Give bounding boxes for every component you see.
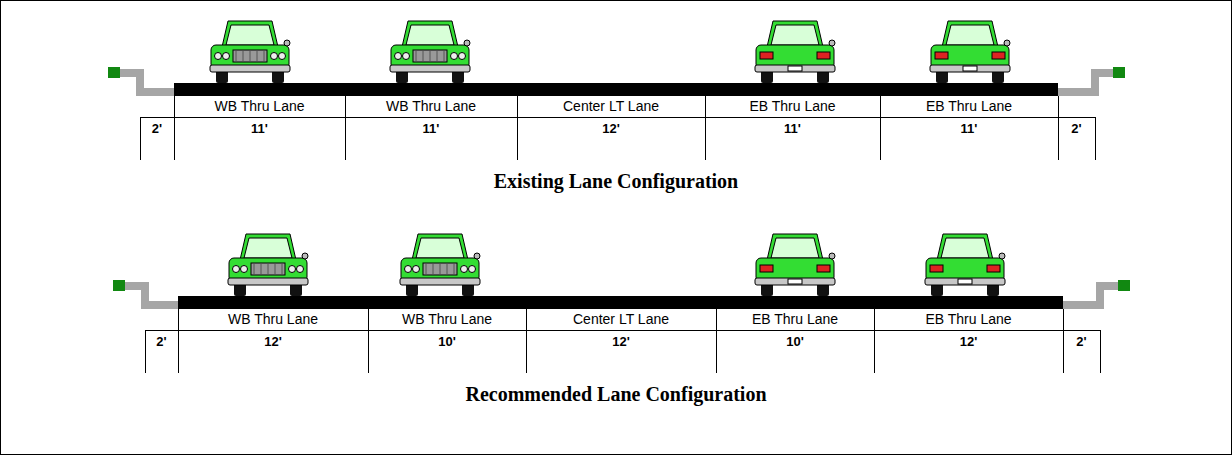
car-rear-view	[930, 21, 1010, 83]
lane-width: 2'	[156, 335, 166, 349]
car-front-view	[400, 234, 480, 296]
lane-width: 2'	[1076, 335, 1086, 349]
lane-name: WB Thru Lane	[214, 99, 304, 114]
car-front-view	[390, 21, 470, 83]
dimension-lines	[145, 309, 1101, 373]
road-section	[113, 234, 1130, 373]
lane-name: EB Thru Lane	[925, 312, 1011, 327]
road-pavement	[178, 296, 1063, 309]
curb-sidewalk	[112, 73, 174, 92]
lane-width: 11'	[251, 122, 268, 136]
car-front-view	[210, 21, 290, 83]
grass-strip	[1118, 280, 1130, 291]
curb-sidewalk	[117, 286, 178, 305]
section-caption: Existing Lane Configuration	[494, 170, 738, 192]
curb-sidewalk	[1063, 286, 1122, 305]
lane-width: 11'	[423, 122, 440, 136]
grass-strip	[1113, 67, 1125, 78]
lane-width: 12'	[264, 335, 282, 349]
lane-width: 12'	[602, 122, 620, 136]
lane-name: EB Thru Lane	[749, 99, 835, 114]
curb-sidewalk	[1058, 73, 1117, 92]
lane-width: 12'	[612, 335, 630, 349]
road-pavement	[174, 83, 1058, 96]
lane-name: Center LT Lane	[573, 312, 669, 327]
lane-name: WB Thru Lane	[228, 312, 318, 327]
lane-name: WB Thru Lane	[402, 312, 492, 327]
car-rear-view	[755, 234, 835, 296]
lane-width: 2'	[1071, 122, 1081, 136]
car-rear-view	[755, 21, 835, 83]
section-caption: Recommended Lane Configuration	[465, 383, 766, 405]
lane-width: 12'	[960, 335, 978, 349]
lane-width: 2'	[152, 122, 162, 136]
lane-name: EB Thru Lane	[752, 312, 838, 327]
car-front-view	[228, 234, 308, 296]
lane-name: EB Thru Lane	[926, 99, 1012, 114]
road-section	[108, 21, 1125, 160]
lane-name: Center LT Lane	[563, 99, 659, 114]
car-rear-view	[925, 234, 1005, 296]
lane-width: 11'	[961, 122, 978, 136]
lane-name: WB Thru Lane	[386, 99, 476, 114]
dimension-lines	[140, 96, 1096, 160]
grass-strip	[108, 67, 120, 78]
grass-strip	[113, 280, 125, 291]
lane-width: 10'	[786, 335, 804, 349]
lane-width: 10'	[438, 335, 456, 349]
lane-width: 11'	[784, 122, 801, 136]
